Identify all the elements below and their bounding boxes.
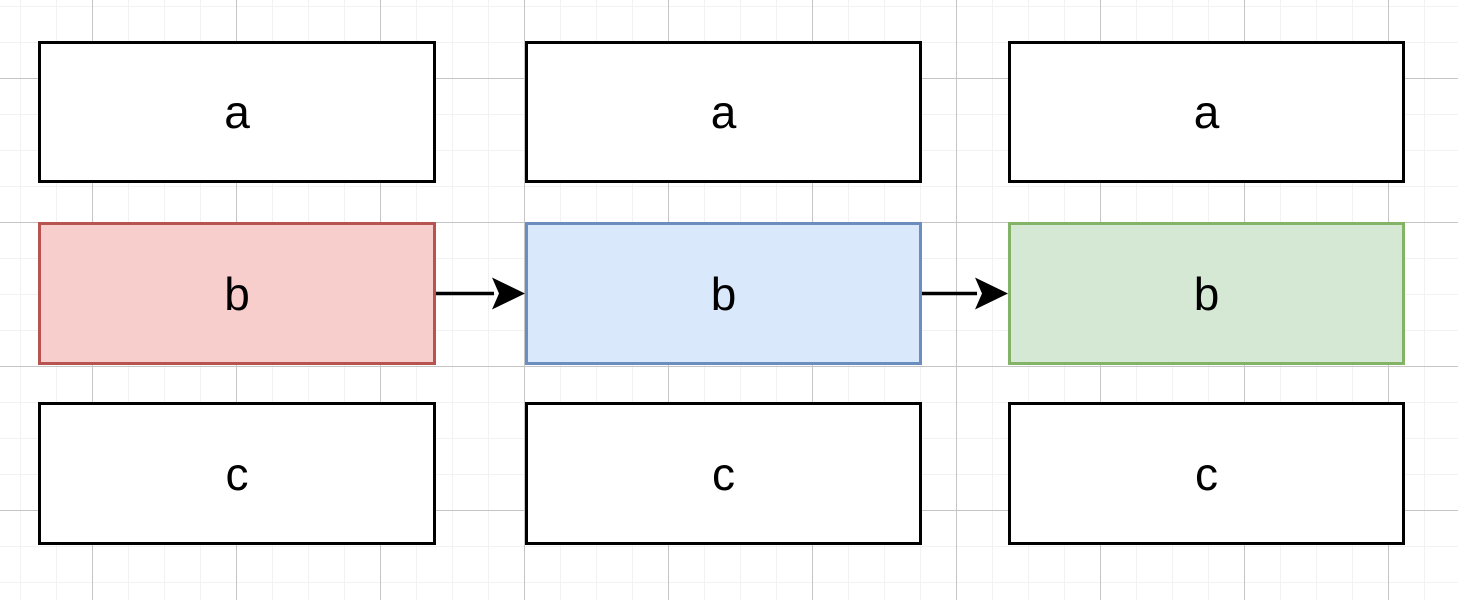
node-label: a (710, 86, 737, 138)
node-b-col3-green[interactable]: b (1008, 222, 1405, 365)
node-label: b (1193, 267, 1220, 320)
node-label: c (225, 447, 249, 500)
node-label: a (224, 86, 250, 138)
edge-arrow-b2-to-b3[interactable] (922, 273, 1008, 314)
node-label: b (710, 267, 737, 320)
edge-arrow-b1-to-b2[interactable] (436, 273, 525, 314)
arrowhead-icon (492, 277, 525, 310)
node-c-col2[interactable]: c (525, 402, 922, 545)
node-b-col1-red[interactable]: b (38, 222, 436, 365)
node-c-col1[interactable]: c (38, 402, 436, 545)
node-c-col3[interactable]: c (1008, 402, 1405, 545)
node-b-col2-blue[interactable]: b (525, 222, 922, 365)
arrowhead-icon (975, 277, 1008, 310)
node-label: c (712, 447, 735, 500)
node-label: a (1193, 86, 1220, 138)
node-a-col1[interactable]: a (38, 41, 436, 183)
node-label: b (224, 267, 250, 320)
node-label: c (1195, 447, 1218, 500)
node-a-col2[interactable]: a (525, 41, 922, 183)
node-a-col3[interactable]: a (1008, 41, 1405, 183)
